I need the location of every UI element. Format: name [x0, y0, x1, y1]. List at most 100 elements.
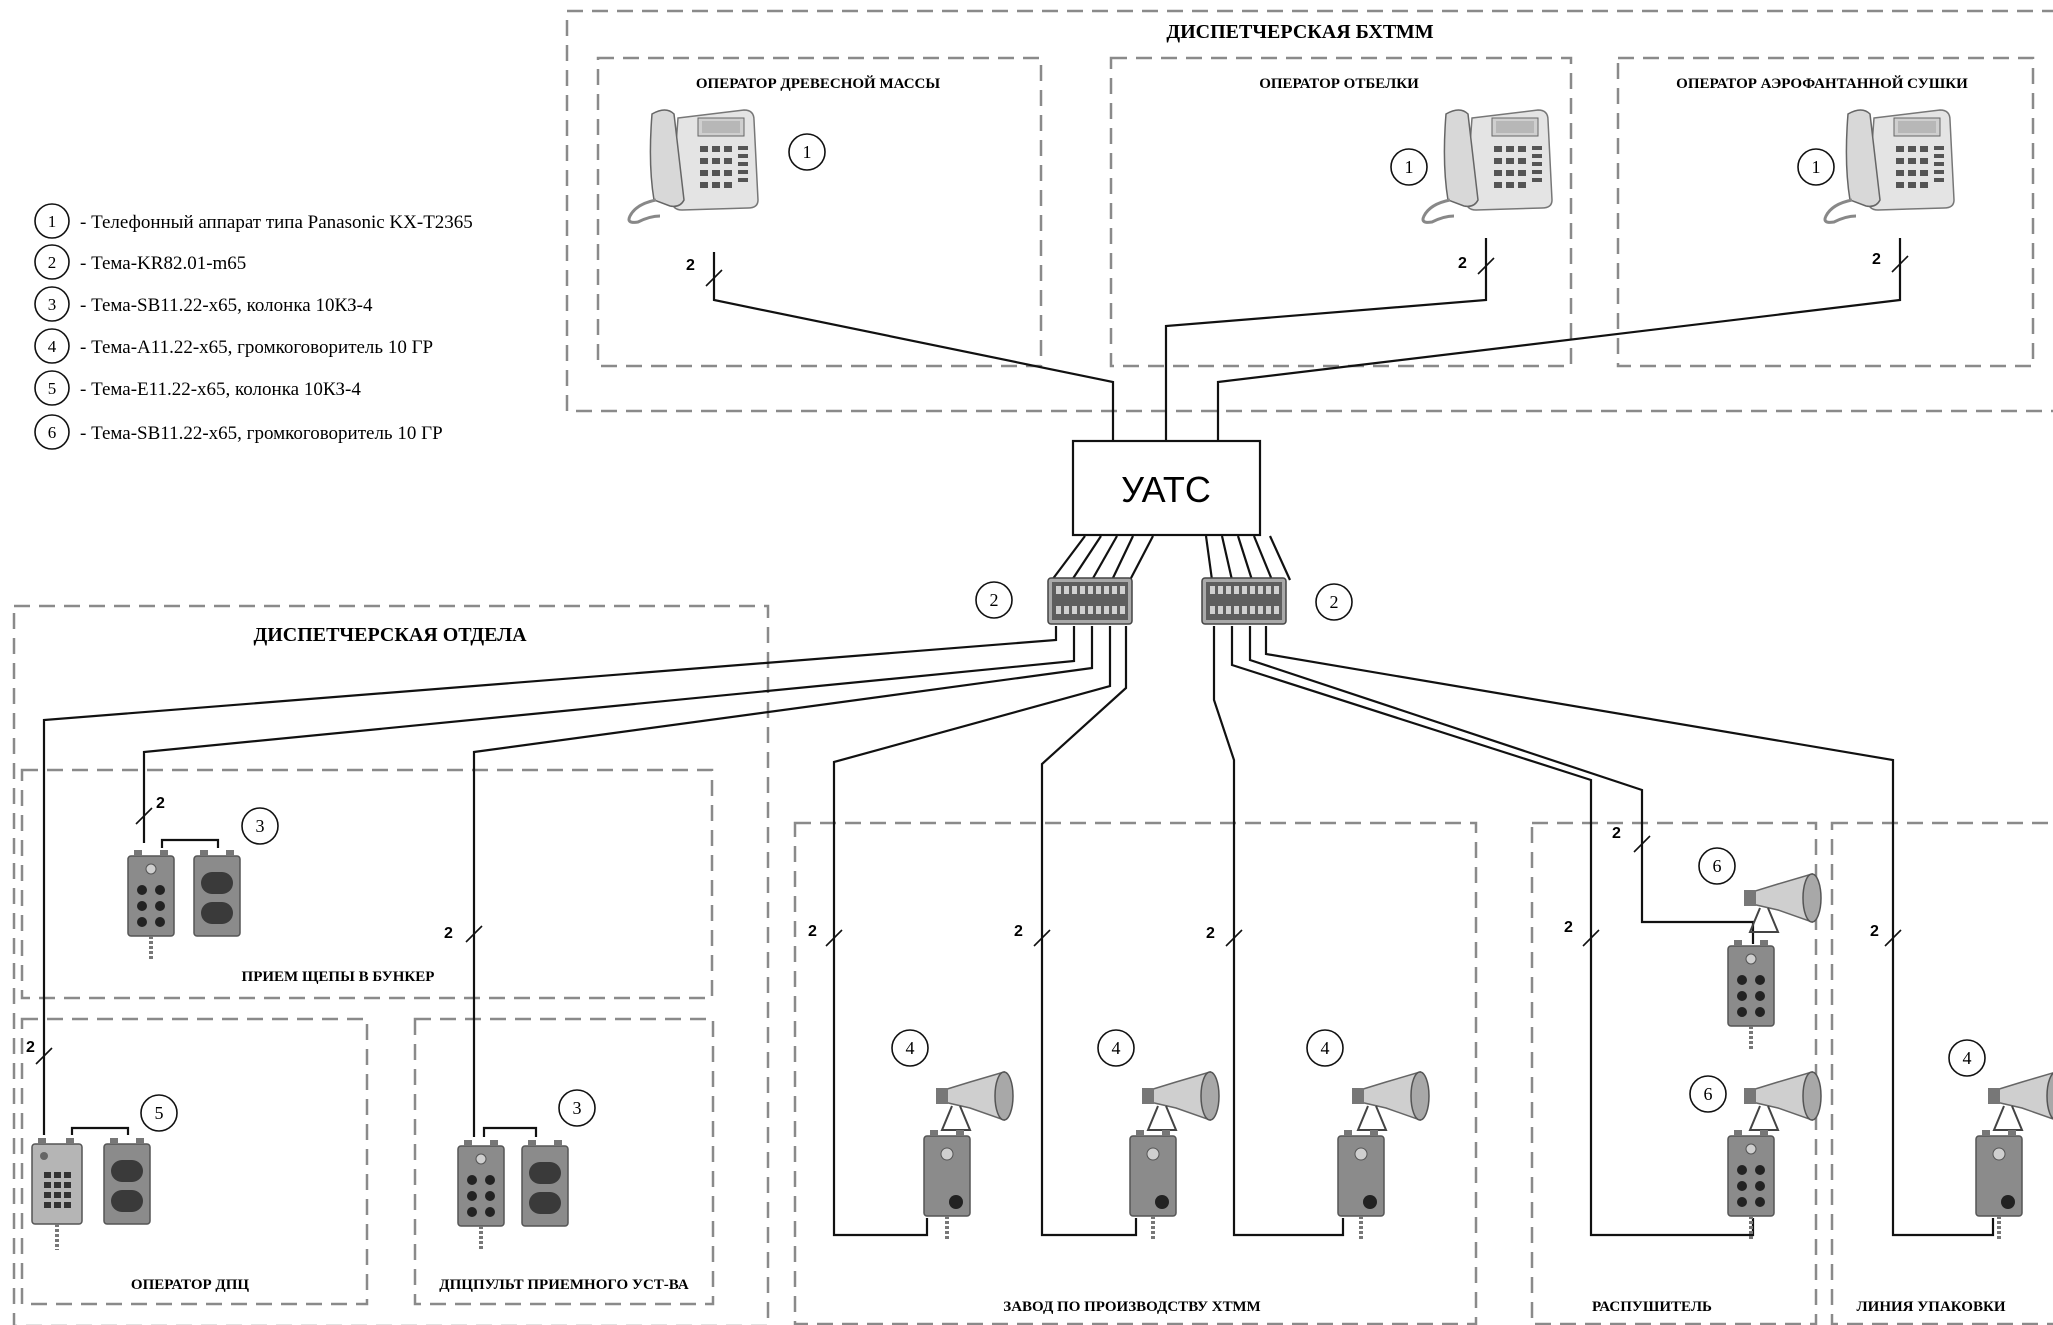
marker-circle: 4 — [891, 1029, 929, 1067]
svg-text:3: 3 — [256, 816, 265, 836]
phone-op-wood — [624, 102, 778, 224]
svg-text:4: 4 — [906, 1038, 915, 1058]
svg-text:2: 2 — [1564, 919, 1573, 936]
intercom-panel-dpc-panel — [456, 1138, 506, 1252]
svg-text:6: 6 — [1704, 1084, 1713, 1104]
intercom-panel — [1726, 938, 1776, 1052]
svg-text:1: 1 — [1405, 157, 1414, 177]
legend: 1 - Телефонный аппарат типа Panasonic KX… — [34, 203, 473, 450]
speaker-column-dpc — [103, 1137, 151, 1225]
horn-loudspeaker — [1351, 1071, 1430, 1131]
svg-text:2: 2 — [1330, 592, 1339, 612]
zone-dept-frame — [12, 604, 770, 1325]
junction-box-left — [1047, 577, 1133, 625]
zone-title-dpc-panel: ДПЦПУЛЬТ ПРИЕМНОГО УСТ-ВА — [439, 1277, 689, 1293]
zone-bhtmm-frame — [565, 9, 2053, 413]
speaker-column-dpc-panel — [521, 1139, 569, 1227]
zone-title-packing: ЛИНИЯ УПАКОВКИ — [1857, 1299, 2006, 1315]
legend-item: 2 - Тема-KR82.01-m65 — [34, 244, 246, 280]
legend-item: 4 - Тема-A11.22-x65, громкоговоритель 10… — [34, 328, 433, 364]
marker-circle: 4 — [1948, 1039, 1986, 1077]
svg-text:2: 2 — [1872, 251, 1881, 268]
legend-item: 6 - Тема-SB11.22-x65, громкоговоритель 1… — [34, 414, 443, 450]
zone-title-op-wood: ОПЕРАТОР ДРЕВЕСНОЙ МАССЫ — [696, 75, 940, 92]
speaker-amp-panel — [922, 1128, 972, 1242]
zone-plant-frame — [793, 821, 1478, 1325]
svg-text:2: 2 — [1014, 923, 1023, 940]
zone-op-dpc-frame — [20, 1017, 369, 1306]
svg-text:2: 2 — [1612, 825, 1621, 842]
marker-circle: 2 — [1315, 583, 1353, 621]
intercom-keypad-dpc — [30, 1136, 84, 1252]
marker-circle: 4 — [1306, 1029, 1344, 1067]
cable-ticks — [35, 255, 1909, 1065]
zone-title-bhtmm: ДИСПЕТЧЕРСКАЯ БХТММ — [1166, 21, 1433, 43]
svg-text:4: 4 — [48, 337, 57, 356]
speaker-amp-panel — [1336, 1128, 1386, 1242]
svg-text:1: 1 — [48, 212, 57, 231]
svg-text:5: 5 — [48, 379, 57, 398]
svg-text:- Тема-A11.22-x65, громкоговор: - Тема-A11.22-x65, громкоговоритель 10 Г… — [80, 337, 433, 358]
zone-op-finish-frame — [1109, 56, 1573, 368]
svg-text:2: 2 — [48, 253, 57, 272]
horn-loudspeaker — [1141, 1071, 1220, 1131]
zone-title-chips: ПРИЕМ ЩЕПЫ В БУНКЕР — [242, 969, 435, 985]
zone-title-dept: ДИСПЕТЧЕРСКАЯ ОТДЕЛА — [253, 624, 527, 646]
zone-title-dissolver: РАСПУШИТЕЛЬ — [1592, 1299, 1712, 1315]
marker-circle: 5 — [140, 1094, 178, 1132]
legend-item: 1 - Телефонный аппарат типа Panasonic KX… — [34, 203, 473, 239]
device-markers: 1 1 1 2 2 3 5 3 4 4 4 6 6 4 — [140, 133, 1986, 1132]
horn-loudspeaker — [1743, 1071, 1822, 1131]
svg-text:2: 2 — [444, 925, 453, 942]
zone-chips-frame — [20, 768, 714, 1000]
svg-text:5: 5 — [155, 1103, 164, 1123]
speaker-column-chips — [193, 849, 241, 937]
horn-loudspeaker — [935, 1071, 1014, 1131]
svg-text:1: 1 — [803, 142, 812, 162]
svg-text:- Тема-SB11.22-x65, громкогово: - Тема-SB11.22-x65, громкоговоритель 10 … — [80, 423, 443, 444]
zone-title-op-dpc: ОПЕРАТОР ДПЦ — [131, 1277, 249, 1293]
svg-text:3: 3 — [573, 1098, 582, 1118]
marker-circle: 4 — [1097, 1029, 1135, 1067]
svg-text:2: 2 — [156, 795, 165, 812]
cables — [42, 238, 1995, 1237]
zone-title-op-finish: ОПЕРАТОР ОТБЕЛКИ — [1259, 76, 1419, 92]
marker-circle: 6 — [1698, 847, 1736, 885]
marker-circle: 1 — [788, 133, 826, 171]
svg-text:6: 6 — [48, 423, 57, 442]
cable-marks: 2 2 2 2 2 2 2 2 2 2 2 2 — [26, 251, 1881, 1056]
zone-dpc-panel-frame — [413, 1017, 715, 1306]
intercom-panel-chips — [126, 848, 176, 962]
svg-text:4: 4 — [1321, 1038, 1330, 1058]
svg-text:- Тема-E11.22-x65, колонка 10К: - Тема-E11.22-x65, колонка 10КЗ-4 — [80, 379, 361, 400]
phone-op-finish — [1418, 102, 1572, 224]
svg-text:2: 2 — [1458, 255, 1467, 272]
svg-text:2: 2 — [686, 257, 695, 274]
zone-op-dry-frame — [1616, 56, 2035, 368]
pbx-label: УАТС — [1121, 469, 1211, 510]
svg-text:2: 2 — [808, 923, 817, 940]
svg-text:- Телефонный аппарат типа Pana: - Телефонный аппарат типа Panasonic KX-T… — [80, 212, 473, 233]
svg-text:4: 4 — [1963, 1048, 1972, 1068]
legend-item: 3 - Тема-SB11.22-x65, колонка 10КЗ-4 — [34, 286, 373, 322]
pbx-box — [1071, 439, 1262, 537]
marker-circle: 3 — [558, 1089, 596, 1127]
speaker-amp-panel — [1974, 1128, 2024, 1242]
svg-text:3: 3 — [48, 295, 57, 314]
svg-text:6: 6 — [1713, 856, 1722, 876]
junction-box-right — [1201, 577, 1287, 625]
svg-text:- Тема-SB11.22-x65, колонка 10: - Тема-SB11.22-x65, колонка 10КЗ-4 — [80, 295, 373, 316]
svg-text:1: 1 — [1812, 157, 1821, 177]
marker-circle: 1 — [1797, 148, 1835, 186]
marker-circle: 6 — [1689, 1075, 1727, 1113]
horn-loudspeaker — [1743, 873, 1822, 933]
intercom-panel — [1726, 1128, 1776, 1242]
marker-circle: 1 — [1390, 148, 1428, 186]
phone-op-dry — [1820, 102, 1974, 224]
svg-text:2: 2 — [1206, 925, 1215, 942]
horn-loudspeaker — [1987, 1071, 2053, 1131]
svg-text:2: 2 — [990, 590, 999, 610]
svg-text:2: 2 — [1870, 923, 1879, 940]
svg-text:2: 2 — [26, 1039, 35, 1056]
